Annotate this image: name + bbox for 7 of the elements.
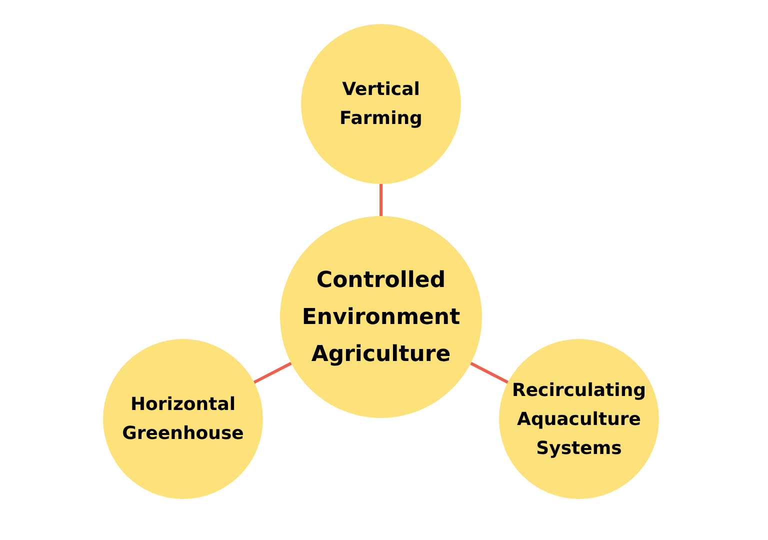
connector-line: [380, 184, 382, 216]
topic-label: Horizontal Greenhouse: [121, 393, 245, 446]
topic-label: Recirculating Aquaculture Systems: [510, 378, 648, 460]
connector-line: [470, 362, 509, 384]
connector-line: [253, 362, 292, 384]
topic-label: Vertical Farming: [338, 78, 424, 131]
topic-label: Controlled Environment Agriculture: [300, 266, 462, 368]
